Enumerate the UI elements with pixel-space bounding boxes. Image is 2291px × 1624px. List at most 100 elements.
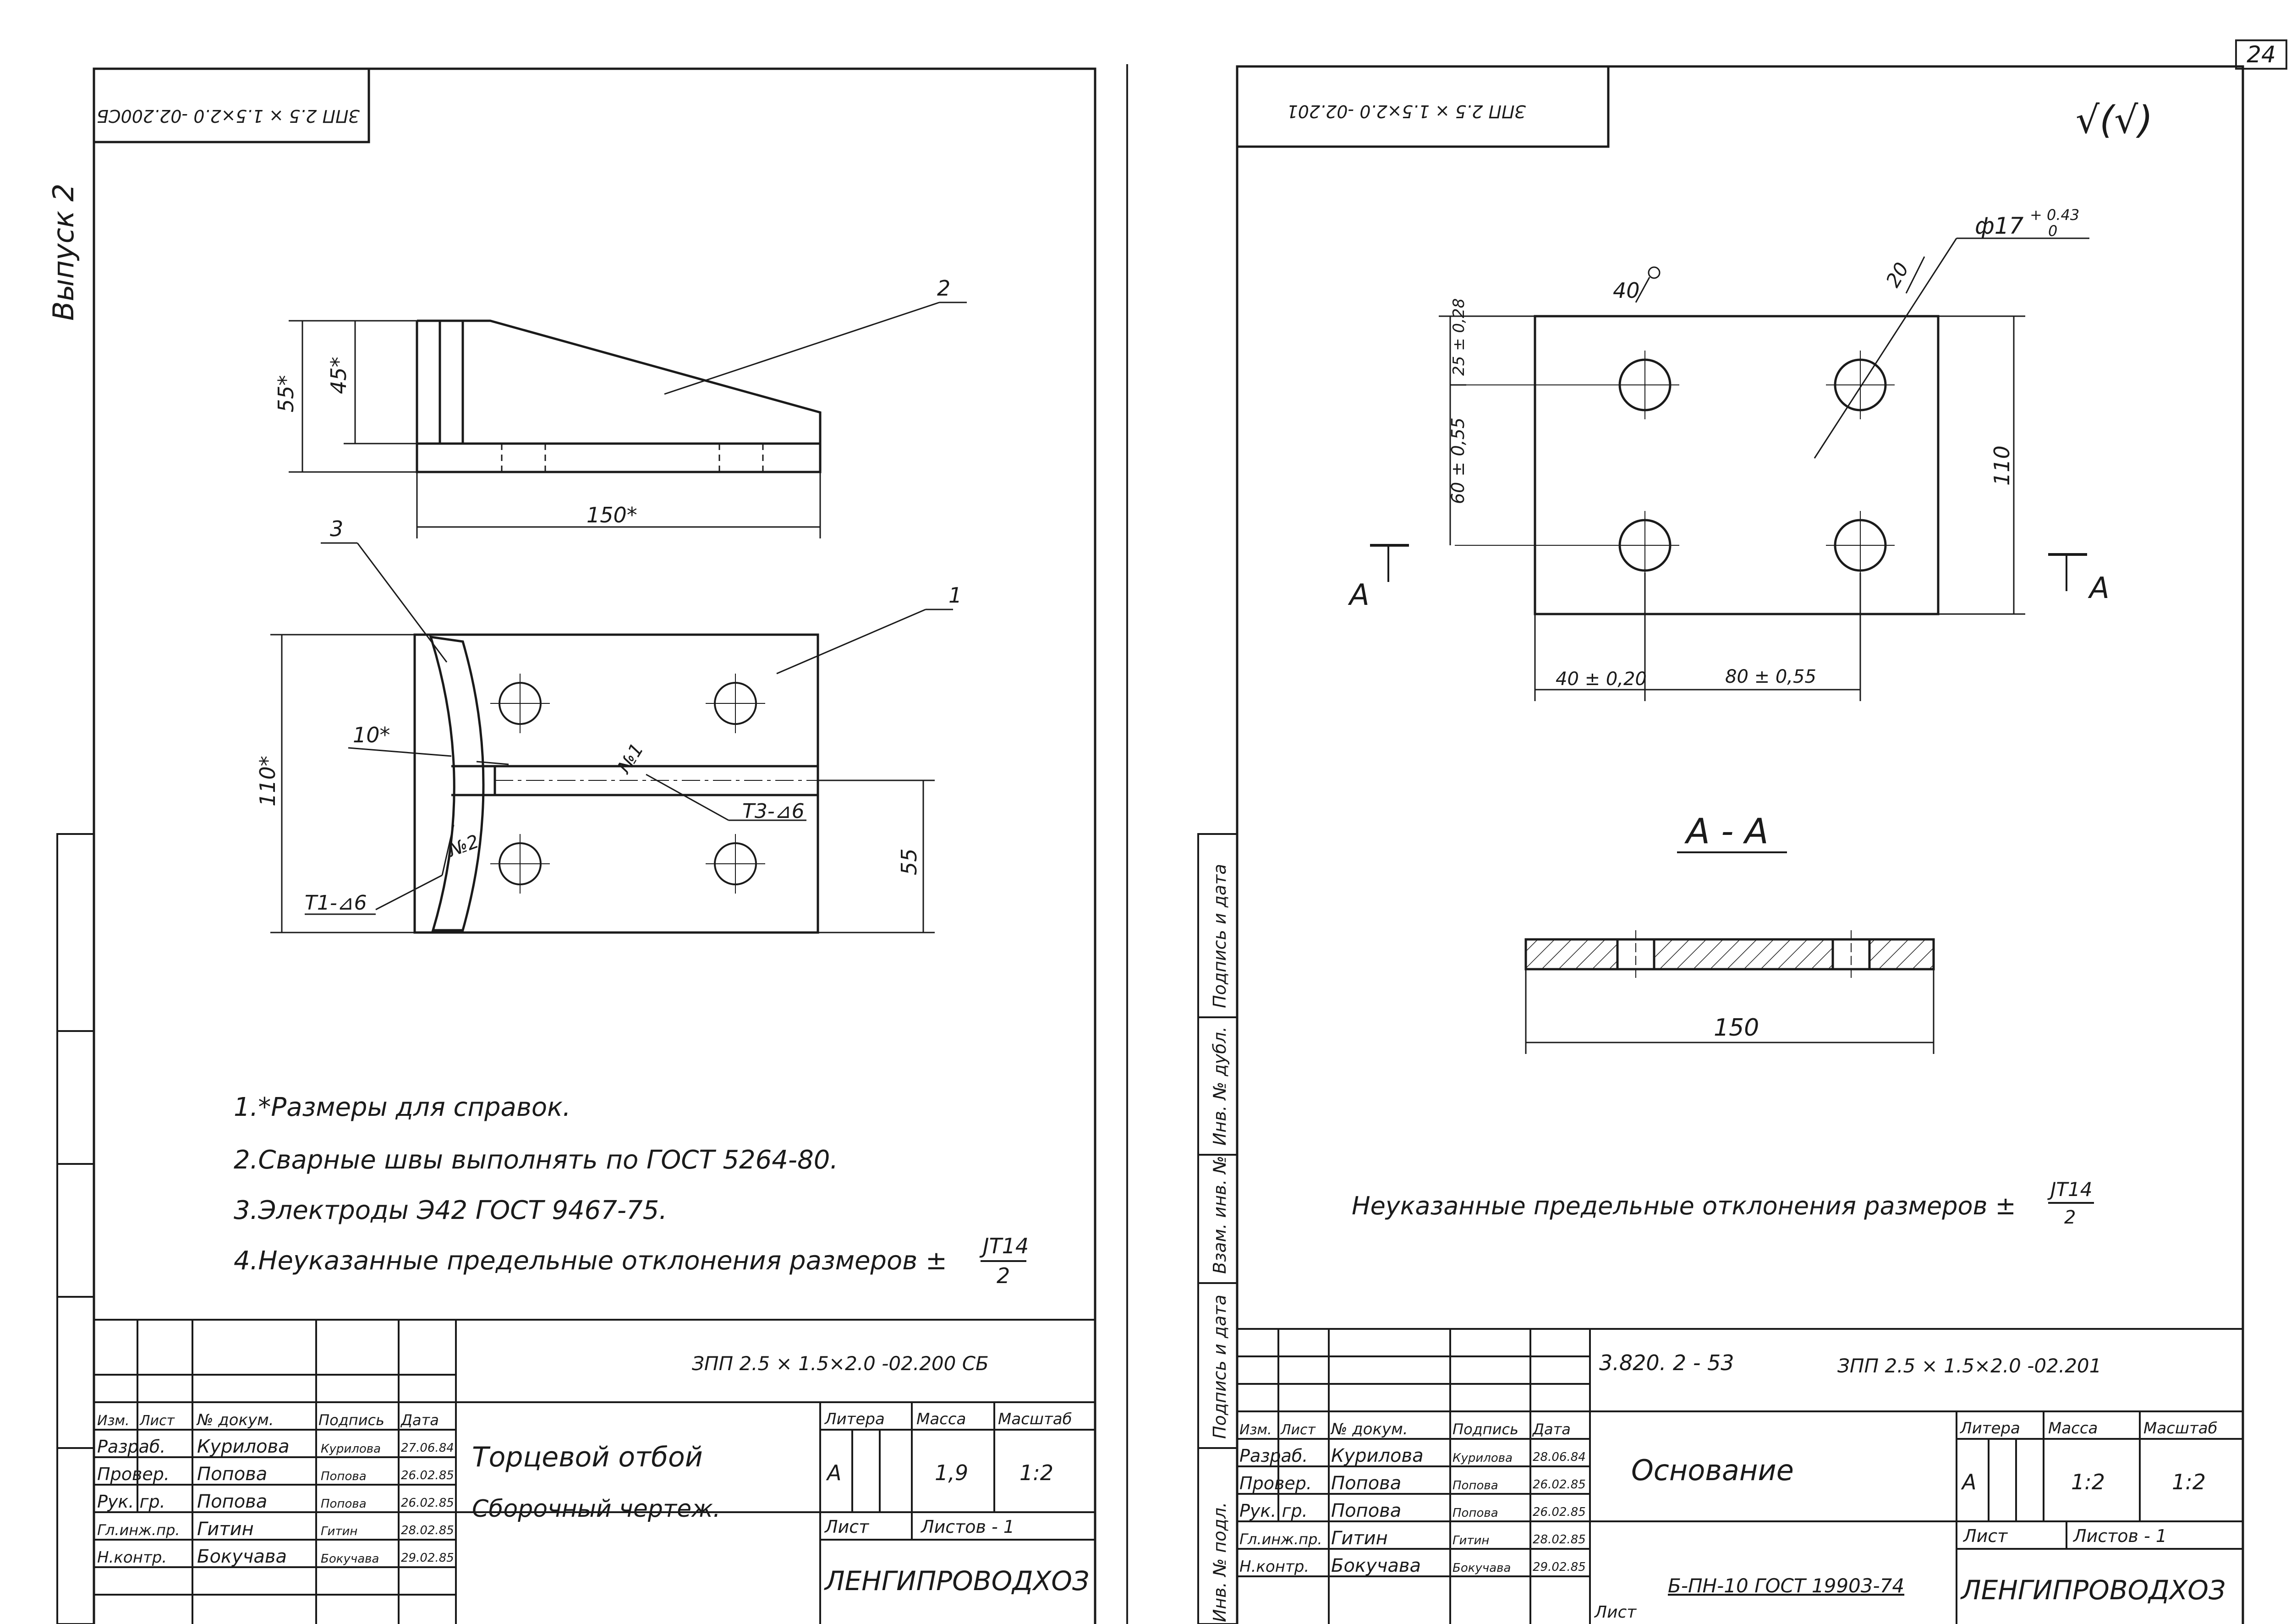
right-series-code: 3.820. 2 - 53 [1599,1350,1734,1375]
right-mass-label: Масса [2048,1419,2098,1437]
weld-label-n1: №1 [613,740,648,778]
note-4: 4.Неуказанные предельные отклонения разм… [234,1246,947,1276]
side-label-4: Подпись и дата [1210,864,1230,1008]
right-sign-1: Попова [1452,1479,1498,1492]
right-hdr-izm: Изм. [1239,1422,1272,1438]
series-label: Выпуск 2 [47,184,80,321]
left-sheet [56,67,1096,1624]
left-sheet-texts: ЗПП 2.5 × 1.5×2.0 -02.200СБ 55* 45* 150*… [97,106,1089,1597]
left-role-4: Н.контр. [97,1548,167,1567]
left-sign-4: Бокучава [321,1552,379,1566]
left-name-2: Попова [197,1491,267,1512]
right-tol-den: 2 [2064,1207,2076,1228]
section-title: А - А [1684,811,1769,851]
weld-label-t1: Т1-⊿6 [305,891,367,915]
left-hdr-list: Лист [139,1413,175,1429]
dim-150-star: 150* [586,503,637,527]
dim-diameter: ф17 [1975,213,2024,239]
left-mass-label: Масса [916,1410,966,1428]
right-name-0: Курилова [1331,1445,1424,1466]
right-sheet [1197,65,2244,1624]
right-tol-note: Неуказанные предельные отклонения размер… [1352,1191,2016,1220]
left-org: ЛЕНГИПРОВОДХОЗ [824,1565,1089,1597]
left-name-3: Гитин [197,1519,254,1540]
left-name-4: Бокучава [197,1546,287,1567]
right-scale: 1:2 [2172,1470,2206,1494]
right-sheet-texts: ЗПП 2.5 × 1.5×2.0 -02.201 √(√) 40 20 ф17… [1210,99,2225,1622]
right-date-0: 28.06.84 [1533,1450,1586,1464]
note-4-tol-num: JT14 [979,1234,1029,1258]
dim-diameter-tol-low: 0 [2048,222,2057,240]
right-scale-label: Масштаб [2143,1419,2218,1437]
plan-view [270,542,953,934]
left-scale: 1:2 [1019,1460,1053,1485]
weld-label-t3: Т3-⊿6 [742,800,805,823]
left-code-box [93,67,370,143]
left-sign-0: Курилова [321,1442,381,1456]
left-hdr-date: Дата [400,1411,439,1429]
side-label-0: Инв. № подл. [1210,1502,1230,1622]
left-sign-3: Гитин [321,1525,357,1538]
right-hdr-date: Дата [1532,1421,1571,1438]
right-name-2: Попова [1331,1500,1401,1521]
right-doc-code: ЗПП 2.5 × 1.5×2.0 -02.201 [1837,1355,2101,1377]
right-litera-label: Литера [1959,1419,2020,1437]
left-doc-code: ЗПП 2.5 × 1.5×2.0 -02.200 СБ [692,1352,989,1375]
left-litera-label: Литера [824,1410,885,1428]
right-date-2: 26.02.85 [1533,1505,1586,1519]
right-sign-3: Гитин [1452,1534,1489,1547]
right-hdr-list: Лист [1280,1422,1316,1438]
section-mark-right: А [2088,571,2110,605]
dim-10-star: 10* [353,723,390,747]
right-name-4: Бокучава [1331,1555,1421,1576]
dim-chamfer-40: 40 [1613,278,1640,303]
right-litera: А [1961,1470,1976,1494]
side-label-3: Инв. № дубл. [1210,1026,1230,1146]
dim-20: 20 [1881,258,1913,291]
right-org: ЛЕНГИПРОВОДХОЗ [1960,1575,2225,1606]
right-sign-2: Попова [1452,1506,1498,1520]
right-role-2: Рук. гр. [1239,1501,1308,1521]
left-hdr-izm: Изм. [97,1413,130,1429]
left-sign-1: Попова [321,1470,367,1483]
callout-2: 2 [937,276,950,301]
right-title: Основание [1631,1454,1794,1487]
left-date-4: 29.02.85 [401,1551,454,1565]
right-name-3: Гитин [1331,1528,1388,1549]
section-mark-left: А [1348,578,1370,612]
dim-40: 40 ± 0,20 [1556,669,1647,690]
left-date-1: 26.02.85 [401,1469,454,1482]
right-role-3: Гл.инж.пр. [1239,1531,1322,1548]
right-mirrored-code: ЗПП 2.5 × 1.5×2.0 -02.201 [1287,101,1526,121]
left-scale-label: Масштаб [998,1410,1072,1428]
left-name-1: Попова [197,1464,267,1485]
dim-diameter-tol-up: + 0.43 [2030,206,2079,224]
right-sheet-tag: Лист [1594,1603,1637,1622]
left-name-0: Курилова [197,1436,290,1457]
dim-150: 150 [1714,1014,1759,1042]
left-title-line1: Торцевой отбой [472,1441,703,1473]
page-number-box: 24 [2235,39,2287,70]
right-hdr-doc: № докум. [1330,1420,1408,1438]
dim-80: 80 ± 0,55 [1725,666,1816,687]
right-sign-0: Курилова [1452,1451,1513,1465]
dim-45-star: 45* [326,357,351,394]
right-date-1: 26.02.85 [1533,1478,1586,1492]
dim-60: 60 ± 0,55 [1448,417,1468,504]
dim-55: 55 [897,848,921,875]
left-date-3: 28.02.85 [401,1524,454,1537]
side-label-1: Подпись и дата [1210,1295,1230,1439]
left-role-1: Провер. [97,1464,170,1484]
right-role-0: Разраб. [1239,1446,1308,1466]
left-litera: А [826,1460,841,1485]
right-role-1: Провер. [1239,1473,1312,1493]
dim-55-star: 55* [274,375,298,412]
right-date-4: 29.02.85 [1533,1560,1586,1574]
note-1: 1.*Размеры для справок. [234,1092,571,1122]
roughness-mark: √(√) [2076,99,2153,142]
right-tol-num: JT14 [2047,1178,2093,1201]
left-date-2: 26.02.85 [401,1496,454,1510]
right-mass: 1:2 [2071,1470,2105,1494]
right-hdr-sign: Подпись [1452,1421,1518,1438]
